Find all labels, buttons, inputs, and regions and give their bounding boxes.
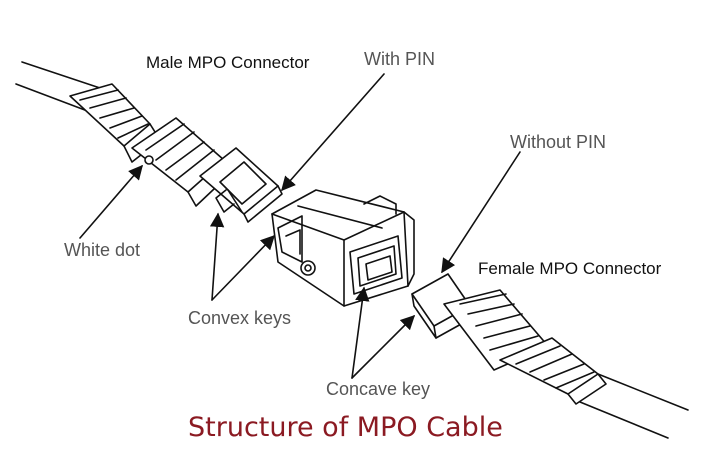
concave-key-pointer-left: [351, 286, 370, 379]
convex-key-pointer-left: [209, 212, 225, 301]
white-dot-label: White dot: [64, 240, 141, 260]
diagram-title: Structure of MPO Cable: [188, 412, 503, 443]
male-connector-label: Male MPO Connector: [146, 53, 310, 72]
without-pin-pointer: [441, 151, 521, 274]
female-boot: [499, 337, 607, 405]
female-cable: [579, 373, 689, 439]
concave-key-label: Concave key: [326, 379, 431, 399]
with-pin-pointer: [281, 73, 385, 192]
male-ferrule: [199, 147, 283, 223]
adapter: [271, 189, 415, 307]
without-pin-label: Without PIN: [510, 132, 607, 152]
convex-key-pointer-right: [211, 234, 276, 301]
with-pin-label: With PIN: [364, 49, 436, 69]
concave-key-pointer-right: [351, 314, 416, 379]
female-connector-label: Female MPO Connector: [478, 259, 662, 278]
white-dot: [144, 155, 154, 165]
white-dot-pointer: [79, 164, 143, 239]
convex-keys-label: Convex keys: [188, 308, 292, 328]
